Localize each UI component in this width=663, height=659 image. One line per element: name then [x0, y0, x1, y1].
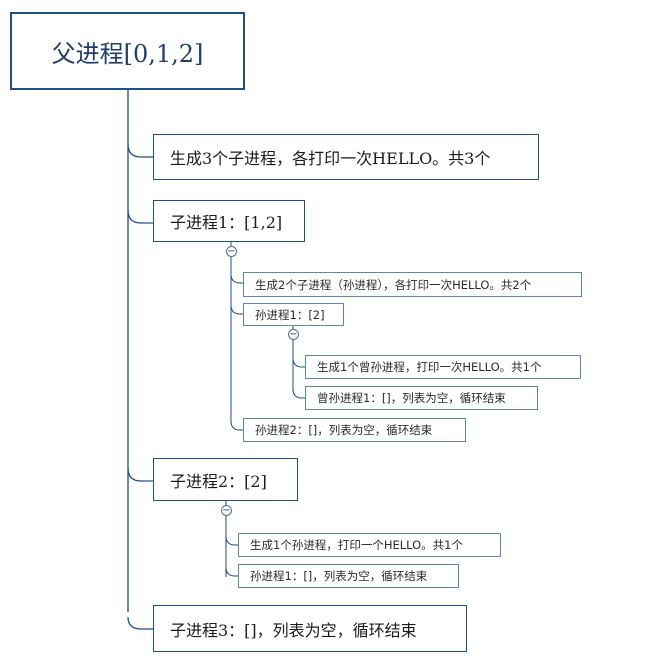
connector-to-child-2 — [127, 467, 153, 482]
grandchild-node-process-1-of-2[interactable]: 孙进程1：[]，列表为空，循环结束 — [238, 564, 459, 588]
connector-c2-g0 — [225, 535, 238, 546]
grandchild-node-label: 孙进程1：[]，列表为空，循环结束 — [250, 569, 428, 583]
grandchild-node-label: 生成2个子进程（孙进程），各打印一次HELLO。共2个 — [255, 277, 532, 292]
connector-to-child-0 — [127, 143, 153, 158]
collapse-icon: − — [289, 328, 298, 340]
grandchild-node-spawn-summary[interactable]: 生成2个子进程（孙进程），各打印一次HELLO。共2个 — [243, 272, 582, 297]
grandchild-node-process-2[interactable]: 孙进程2：[]，列表为空，循环结束 — [243, 418, 466, 442]
connector-to-child-1 — [127, 209, 153, 224]
child-node-spawn-summary[interactable]: 生成3个子进程，各打印一次HELLO。共3个 — [153, 134, 539, 180]
child-node-process-3[interactable]: 子进程3：[]，列表为空，循环结束 — [153, 605, 467, 652]
great-grandchild-node-spawn-summary[interactable]: 生成1个曾孙进程，打印一次HELLO。共1个 — [305, 355, 581, 379]
grandchild-node-label: 孙进程1：[2] — [255, 307, 325, 322]
connector-g1-h1 — [292, 388, 305, 399]
connector-c2-g1 — [225, 566, 238, 577]
connector-g1-h0 — [292, 357, 305, 368]
collapse-toggle-grandchild-1[interactable]: − — [288, 329, 299, 340]
child-node-label: 子进程3：[]，列表为空，循环结束 — [170, 620, 417, 640]
collapse-toggle-process-2[interactable]: − — [221, 505, 232, 516]
grandchild-node-label: 生成1个孙进程，打印一个HELLO。共1个 — [250, 538, 464, 552]
great-grandchild-node-label: 生成1个曾孙进程，打印一次HELLO。共1个 — [317, 360, 542, 374]
connector-to-child-3 — [127, 616, 153, 630]
collapse-icon: − — [222, 504, 231, 516]
grandchild-node-spawn-summary-2[interactable]: 生成1个孙进程，打印一个HELLO。共1个 — [238, 533, 501, 557]
child-node-label: 子进程1：[1,2] — [170, 213, 283, 232]
grandchild-node-label: 孙进程2：[]，列表为空，循环结束 — [255, 423, 433, 437]
connector-c1-g2 — [230, 420, 243, 431]
collapse-toggle-process-1[interactable]: − — [226, 246, 237, 257]
collapse-icon: − — [227, 245, 236, 257]
grandchild-node-process-1[interactable]: 孙进程1：[2] — [243, 303, 344, 326]
root-label: 父进程[0,1,2] — [51, 39, 204, 68]
root-node[interactable]: 父进程[0,1,2] — [10, 12, 245, 90]
great-grandchild-node-label: 曾孙进程1：[]，列表为空，循环结束 — [317, 391, 506, 405]
child-node-label: 生成3个子进程，各打印一次HELLO。共3个 — [170, 149, 491, 168]
child-node-process-2[interactable]: 子进程2：[2] — [153, 458, 298, 501]
child-node-label: 子进程2：[2] — [170, 471, 267, 491]
great-grandchild-node-process-1[interactable]: 曾孙进程1：[]，列表为空，循环结束 — [305, 386, 538, 410]
child-node-process-1[interactable]: 子进程1：[1,2] — [153, 200, 305, 242]
connector-c1-g0 — [230, 273, 243, 284]
connector-c1-g1 — [230, 304, 243, 315]
